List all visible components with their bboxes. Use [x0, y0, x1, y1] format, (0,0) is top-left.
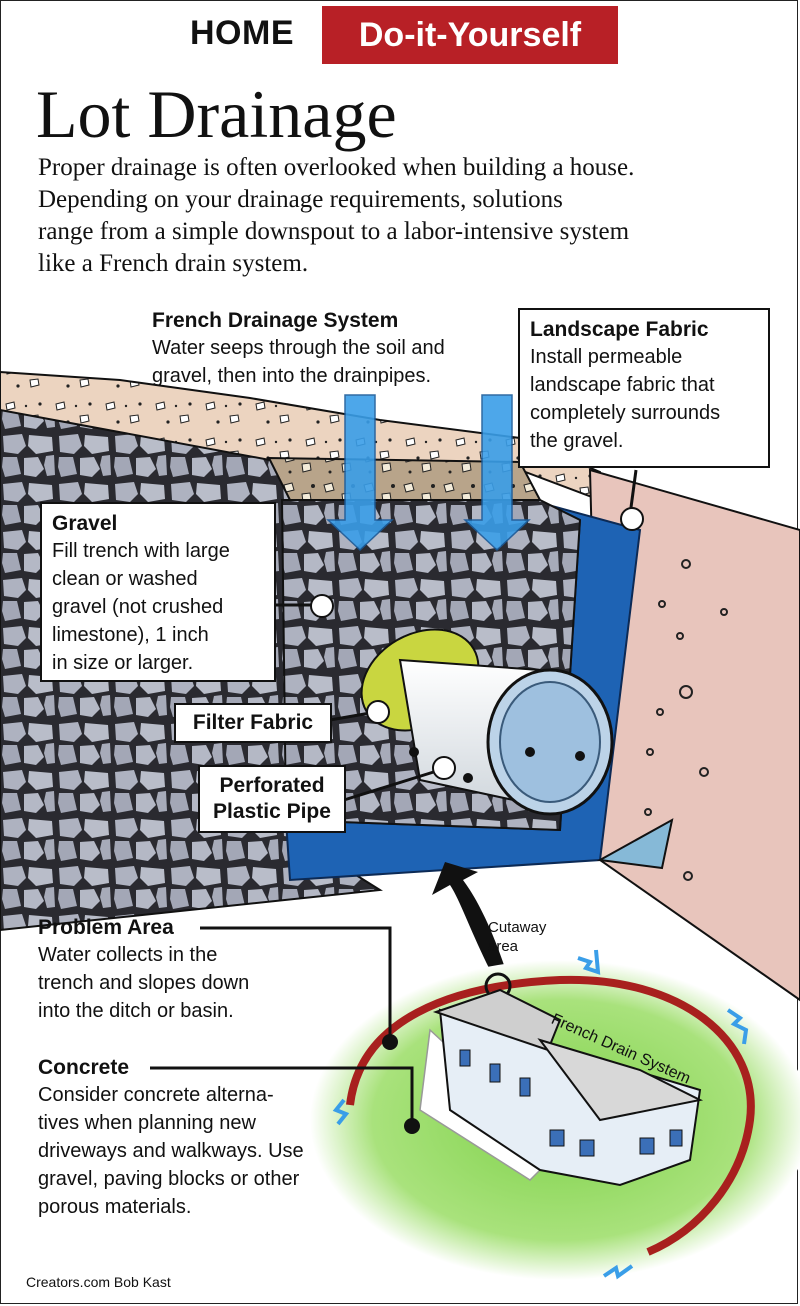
intro-line: like a French drain system.	[38, 250, 309, 277]
water-squiggle	[602, 1264, 634, 1280]
credit: Creators.com Bob Kast	[26, 1274, 171, 1290]
callout-line: clean or washed	[52, 568, 198, 590]
pipe-callout: Perforated Plastic Pipe	[198, 765, 346, 833]
callout-line: completely surrounds	[530, 402, 721, 424]
callout-line: gravel, paving blocks or other	[38, 1168, 300, 1190]
callout-line: Fill trench with large	[52, 540, 230, 562]
water-squiggle	[332, 1098, 350, 1126]
callout-heading: Concrete	[38, 1056, 130, 1079]
gravel-callout: Gravel Fill trench with large clean or w…	[40, 502, 276, 682]
callout-line: the gravel.	[530, 430, 624, 452]
callout-line: porous materials.	[38, 1196, 192, 1218]
landscape-fabric-callout: Landscape Fabric Install permeable lands…	[518, 308, 770, 468]
cutaway-label: Cutaway area	[488, 918, 546, 956]
callout-heading: Landscape Fabric	[530, 318, 709, 341]
intro-line: Proper drainage is often overlooked when…	[38, 154, 635, 181]
callout-line: Perforated	[219, 774, 325, 797]
banner: Do-it-Yourself	[322, 6, 618, 64]
callout-heading: French Drainage System	[152, 309, 399, 332]
callout-line: limestone), 1 inch	[52, 624, 209, 646]
callout-line: tives when planning new	[38, 1112, 256, 1134]
callout-line: Water seeps through the soil and	[152, 337, 445, 359]
callout-line: Water collects in the	[38, 944, 218, 966]
concrete-callout: Concrete Consider concrete alterna- tive…	[38, 1054, 304, 1221]
callout-line: Consider concrete alterna-	[38, 1084, 274, 1106]
intro-line: range from a simple downspout to a labor…	[38, 218, 630, 245]
callout-line: into the ditch or basin.	[38, 1000, 234, 1022]
french-drain-ring	[346, 975, 755, 1256]
callout-heading: Problem Area	[38, 916, 174, 939]
cutaway-arrow	[432, 862, 504, 970]
section-label: HOME	[190, 14, 294, 52]
callout-line: driveways and walkways. Use	[38, 1140, 304, 1162]
callout-line: landscape fabric that	[530, 374, 715, 396]
water-arrow	[326, 394, 394, 552]
filter-fabric-callout: Filter Fabric	[174, 703, 332, 743]
water-squiggle	[726, 1008, 749, 1045]
fabric-flap	[596, 818, 674, 870]
callout-label: Filter Fabric	[192, 711, 314, 734]
callout-line: gravel (not crushed	[52, 596, 224, 618]
cutaway-line: Cutaway	[488, 919, 547, 936]
callout-heading: Gravel	[52, 512, 118, 535]
intro-line: Depending on your drainage requirements,…	[38, 186, 563, 213]
intro-text: Proper drainage is often overlooked when…	[38, 152, 778, 280]
callout-line: Install permeable	[530, 346, 683, 368]
callout-line: gravel, then into the drainpipes.	[152, 365, 432, 387]
page-title: Lot Drainage	[36, 76, 397, 152]
french-drainage-callout: French Drainage System Water seeps throu…	[152, 307, 445, 390]
water-arrow	[463, 394, 531, 552]
callout-line: trench and slopes down	[38, 972, 250, 994]
callout-line: Plastic Pipe	[213, 800, 331, 823]
problem-area-callout: Problem Area Water collects in the trenc…	[38, 914, 249, 1025]
water-squiggle	[577, 949, 601, 975]
cutaway-line: area	[488, 938, 519, 955]
callout-line: in size or larger.	[52, 652, 194, 674]
